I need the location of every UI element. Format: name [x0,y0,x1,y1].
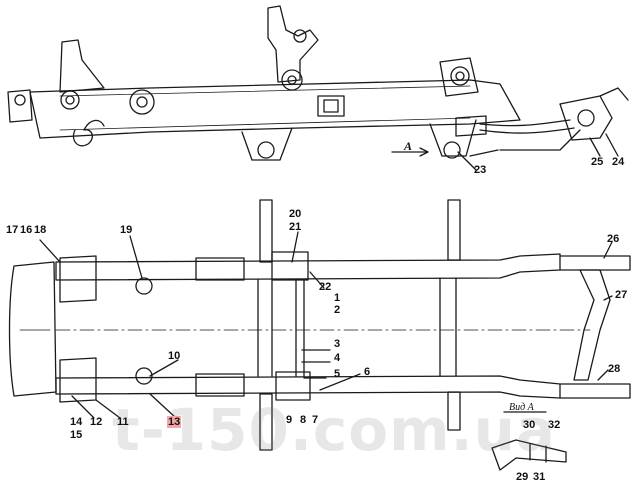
callout-12: 12 [90,416,103,428]
callout-30: 30 [523,419,536,431]
callout-26: 26 [607,233,620,245]
view-a-detail [491,439,567,471]
cross-member-1 [257,279,273,377]
view-arrow [391,147,429,157]
callout-4: 4 [334,352,341,364]
callout-16: 16 [20,224,33,236]
callout-3: 3 [334,338,341,350]
cross-member-2 [439,277,457,377]
callout-14: 14 [70,416,83,428]
plan-view [8,199,631,471]
callout-10: 10 [168,350,181,362]
callout-31: 31 [533,471,546,483]
callout-28: 28 [608,363,621,375]
cross-member-3 [295,279,305,377]
callout-24: 24 [612,156,625,168]
lower-rail [55,375,561,399]
watermark: t-150.com.ua [112,396,557,464]
callout-29: 29 [516,471,529,483]
callout-23: 23 [474,164,487,176]
callout-27: 27 [615,289,628,301]
rear-frame [573,269,611,381]
rear-valve [559,95,613,141]
callout-13[interactable]: 13 [167,416,182,428]
front-hook [7,89,33,123]
arrow-label: A [404,139,413,153]
callout-25: 25 [591,156,604,168]
callout-5: 5 [334,368,341,380]
callout-2: 2 [334,304,341,316]
upright-bracket [267,5,319,83]
view-a-label: Вид А [509,402,534,413]
side-beam [29,79,521,139]
callout-11: 11 [117,416,129,428]
callout-8: 8 [300,414,307,426]
callout-20: 20 [289,208,302,220]
callout-32: 32 [548,419,561,431]
callout-15: 15 [70,429,83,441]
callout-22: 22 [319,281,332,293]
callout-1: 1 [334,292,341,304]
callout-19: 19 [120,224,133,236]
side-view [7,5,629,171]
callout-7: 7 [312,414,319,426]
callout-21: 21 [289,221,302,233]
front-bracket [59,39,105,93]
callout-18: 18 [34,224,47,236]
callout-6: 6 [364,366,371,378]
callout-9: 9 [286,414,293,426]
front-cowl [8,261,57,397]
callout-17: 17 [6,224,19,236]
